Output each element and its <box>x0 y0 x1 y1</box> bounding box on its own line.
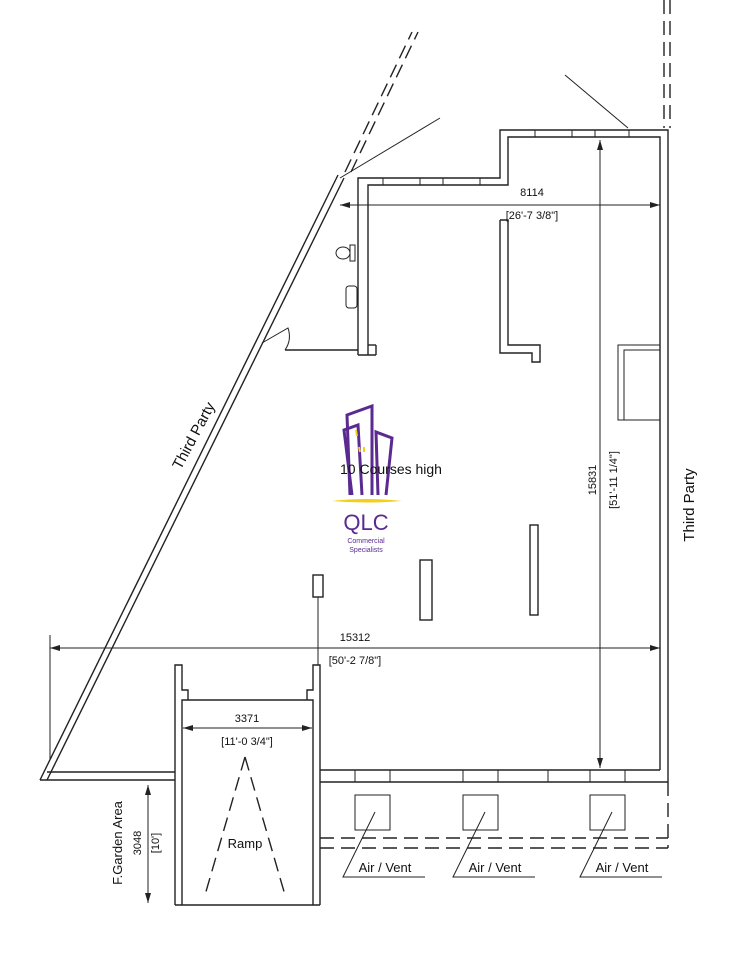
dim-depth-mm: 15831 <box>587 465 599 496</box>
ramp-enclosure <box>174 664 321 906</box>
dim-garden-imperial: [10'] <box>150 833 162 853</box>
label-vent-2: Air / Vent <box>469 860 522 875</box>
dim-ramp-imperial: [11'-0 3/4"] <box>221 736 273 748</box>
dim-top-mm: 8114 <box>520 187 544 199</box>
dimension-lines <box>49 140 660 903</box>
label-vent-1: Air / Vent <box>359 860 412 875</box>
vent-box-2 <box>462 794 499 831</box>
dim-ramp-mm: 3371 <box>235 713 259 725</box>
property-boundary <box>39 0 671 781</box>
dim-overall-mm: 15312 <box>340 632 371 644</box>
label-courses: 10 Courses high <box>340 461 442 477</box>
label-ramp: Ramp <box>228 836 263 851</box>
vent-box-1 <box>354 794 391 831</box>
vent-box-3 <box>589 794 626 831</box>
logo-tagline-1: Commercial <box>347 538 385 545</box>
dim-overall-imperial: [50'-2 7/8"] <box>329 655 381 667</box>
label-third-party-right: Third Party <box>681 468 698 542</box>
logo-name: QLC <box>343 510 388 535</box>
dim-depth-imperial: [51'-11 1/4"] <box>608 451 620 509</box>
logo-tagline-2: Specialists <box>349 547 383 554</box>
label-vent-3: Air / Vent <box>596 860 649 875</box>
building-walls <box>261 129 669 783</box>
dim-garden-mm: 3048 <box>132 831 144 855</box>
dim-top-imperial: [26'-7 3/8"] <box>506 210 558 222</box>
toilet-icon <box>335 244 356 262</box>
vent-area <box>320 782 669 878</box>
sink-icon <box>345 285 358 309</box>
label-garden: F.Garden Area <box>110 800 125 885</box>
qlc-logo: QLC Commercial Specialists <box>332 403 402 554</box>
label-third-party-left: Third Party <box>169 399 219 472</box>
